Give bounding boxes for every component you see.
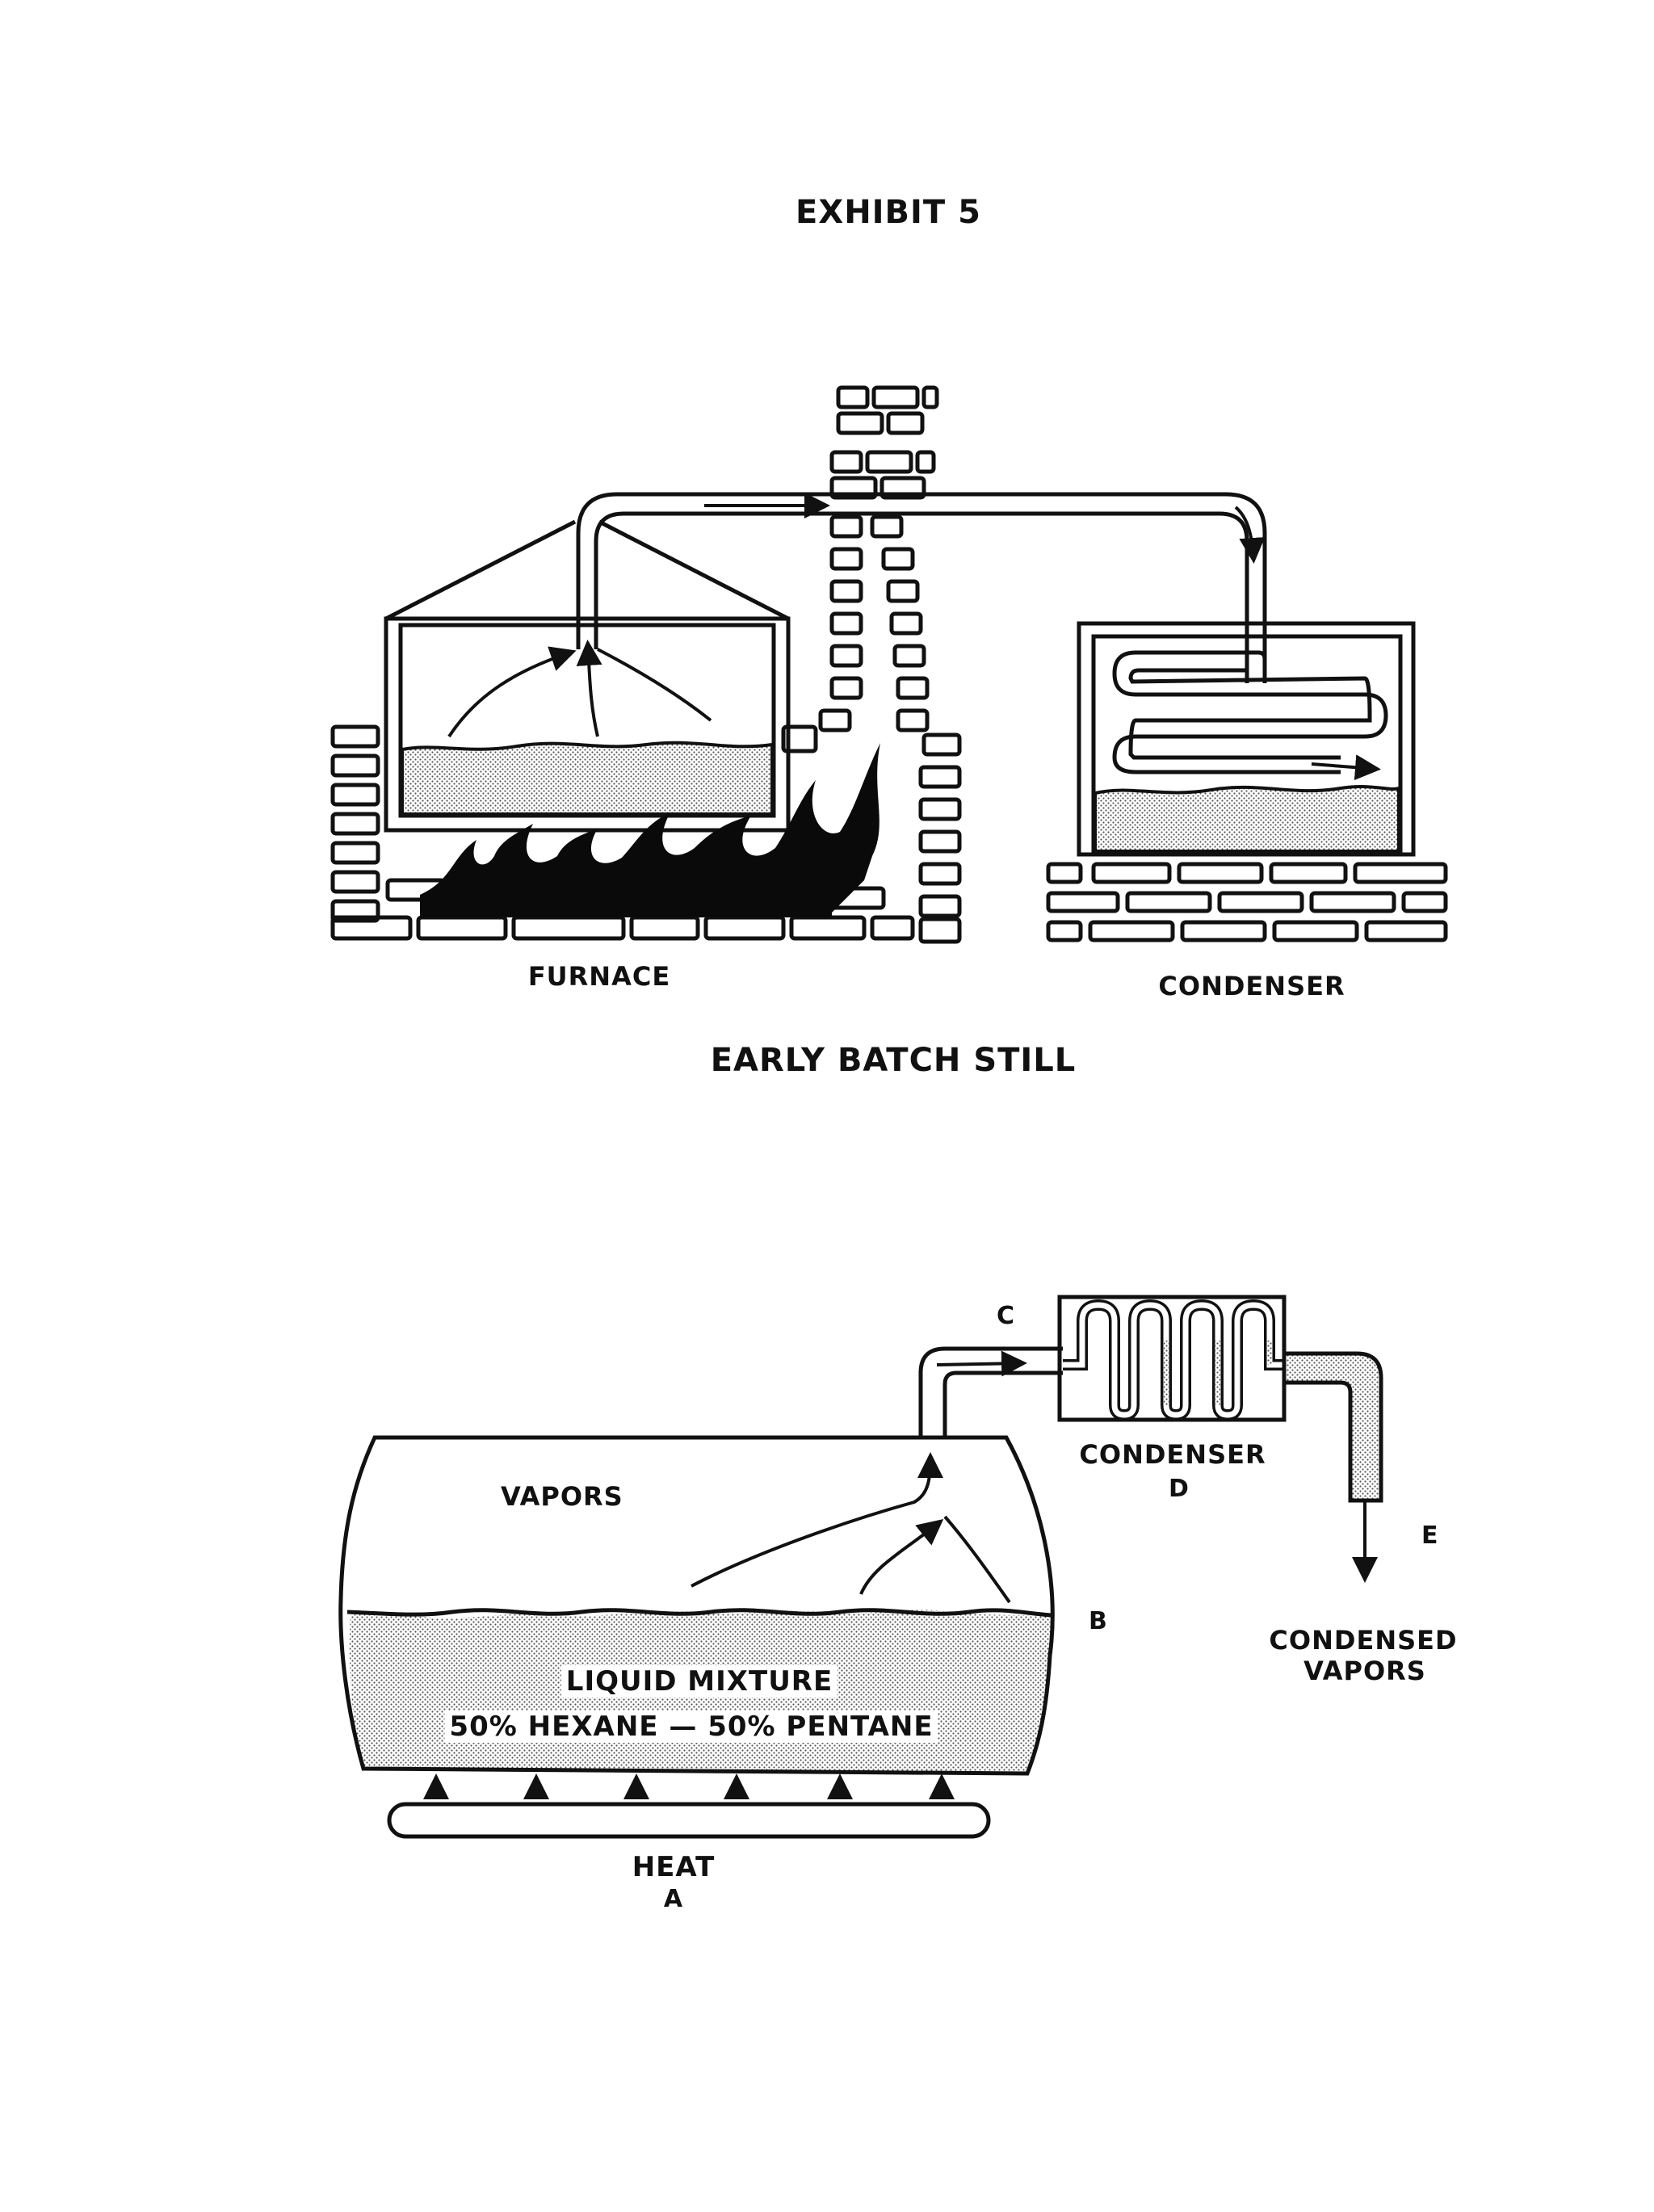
point-c-label: C [997, 1302, 1016, 1330]
condenser-label-top: CONDENSER [1158, 971, 1345, 1001]
early-batch-still [330, 385, 1448, 944]
condenser-label-bottom: CONDENSER [1079, 1439, 1266, 1470]
point-e-label: E [1421, 1522, 1439, 1550]
condenser-tank-top [1077, 621, 1416, 857]
outlet-pipe [1282, 1351, 1383, 1583]
point-a-label: A [663, 1885, 684, 1913]
condensed-vapors-label-line2: VAPORS [1303, 1656, 1426, 1686]
chimney [818, 385, 962, 944]
vapors-label: VAPORS [501, 1481, 623, 1512]
vapor-pipe [576, 492, 1267, 683]
vapor-arrows-top [447, 640, 712, 738]
furnace-flames [420, 743, 880, 917]
batch-distillation [338, 1295, 1383, 1839]
furnace-brick-wall [330, 724, 915, 941]
furnace-label: FURNACE [527, 961, 671, 992]
condenser-brick-base [1046, 862, 1448, 942]
condensed-vapors-label-line1: CONDENSED [1269, 1625, 1458, 1656]
vapor-arrows-bottom [691, 1452, 1011, 1604]
exhibit-title: EXHIBIT 5 [796, 194, 981, 231]
liquid-mixture-label: LIQUID MIXTURE [560, 1665, 838, 1698]
early-batch-still-caption: EARLY BATCH STILL [710, 1042, 1077, 1079]
heat-label: HEAT [632, 1851, 716, 1883]
point-d-label: D [1169, 1475, 1190, 1503]
heat-burner [387, 1773, 991, 1839]
liquid-composition-label: 50% HEXANE — 50% PENTANE [444, 1710, 938, 1743]
condenser-box-bottom [1057, 1295, 1287, 1422]
furnace-kettle [384, 519, 791, 833]
point-b-label: B [1089, 1607, 1108, 1635]
vapor-line-c [918, 1346, 1063, 1438]
